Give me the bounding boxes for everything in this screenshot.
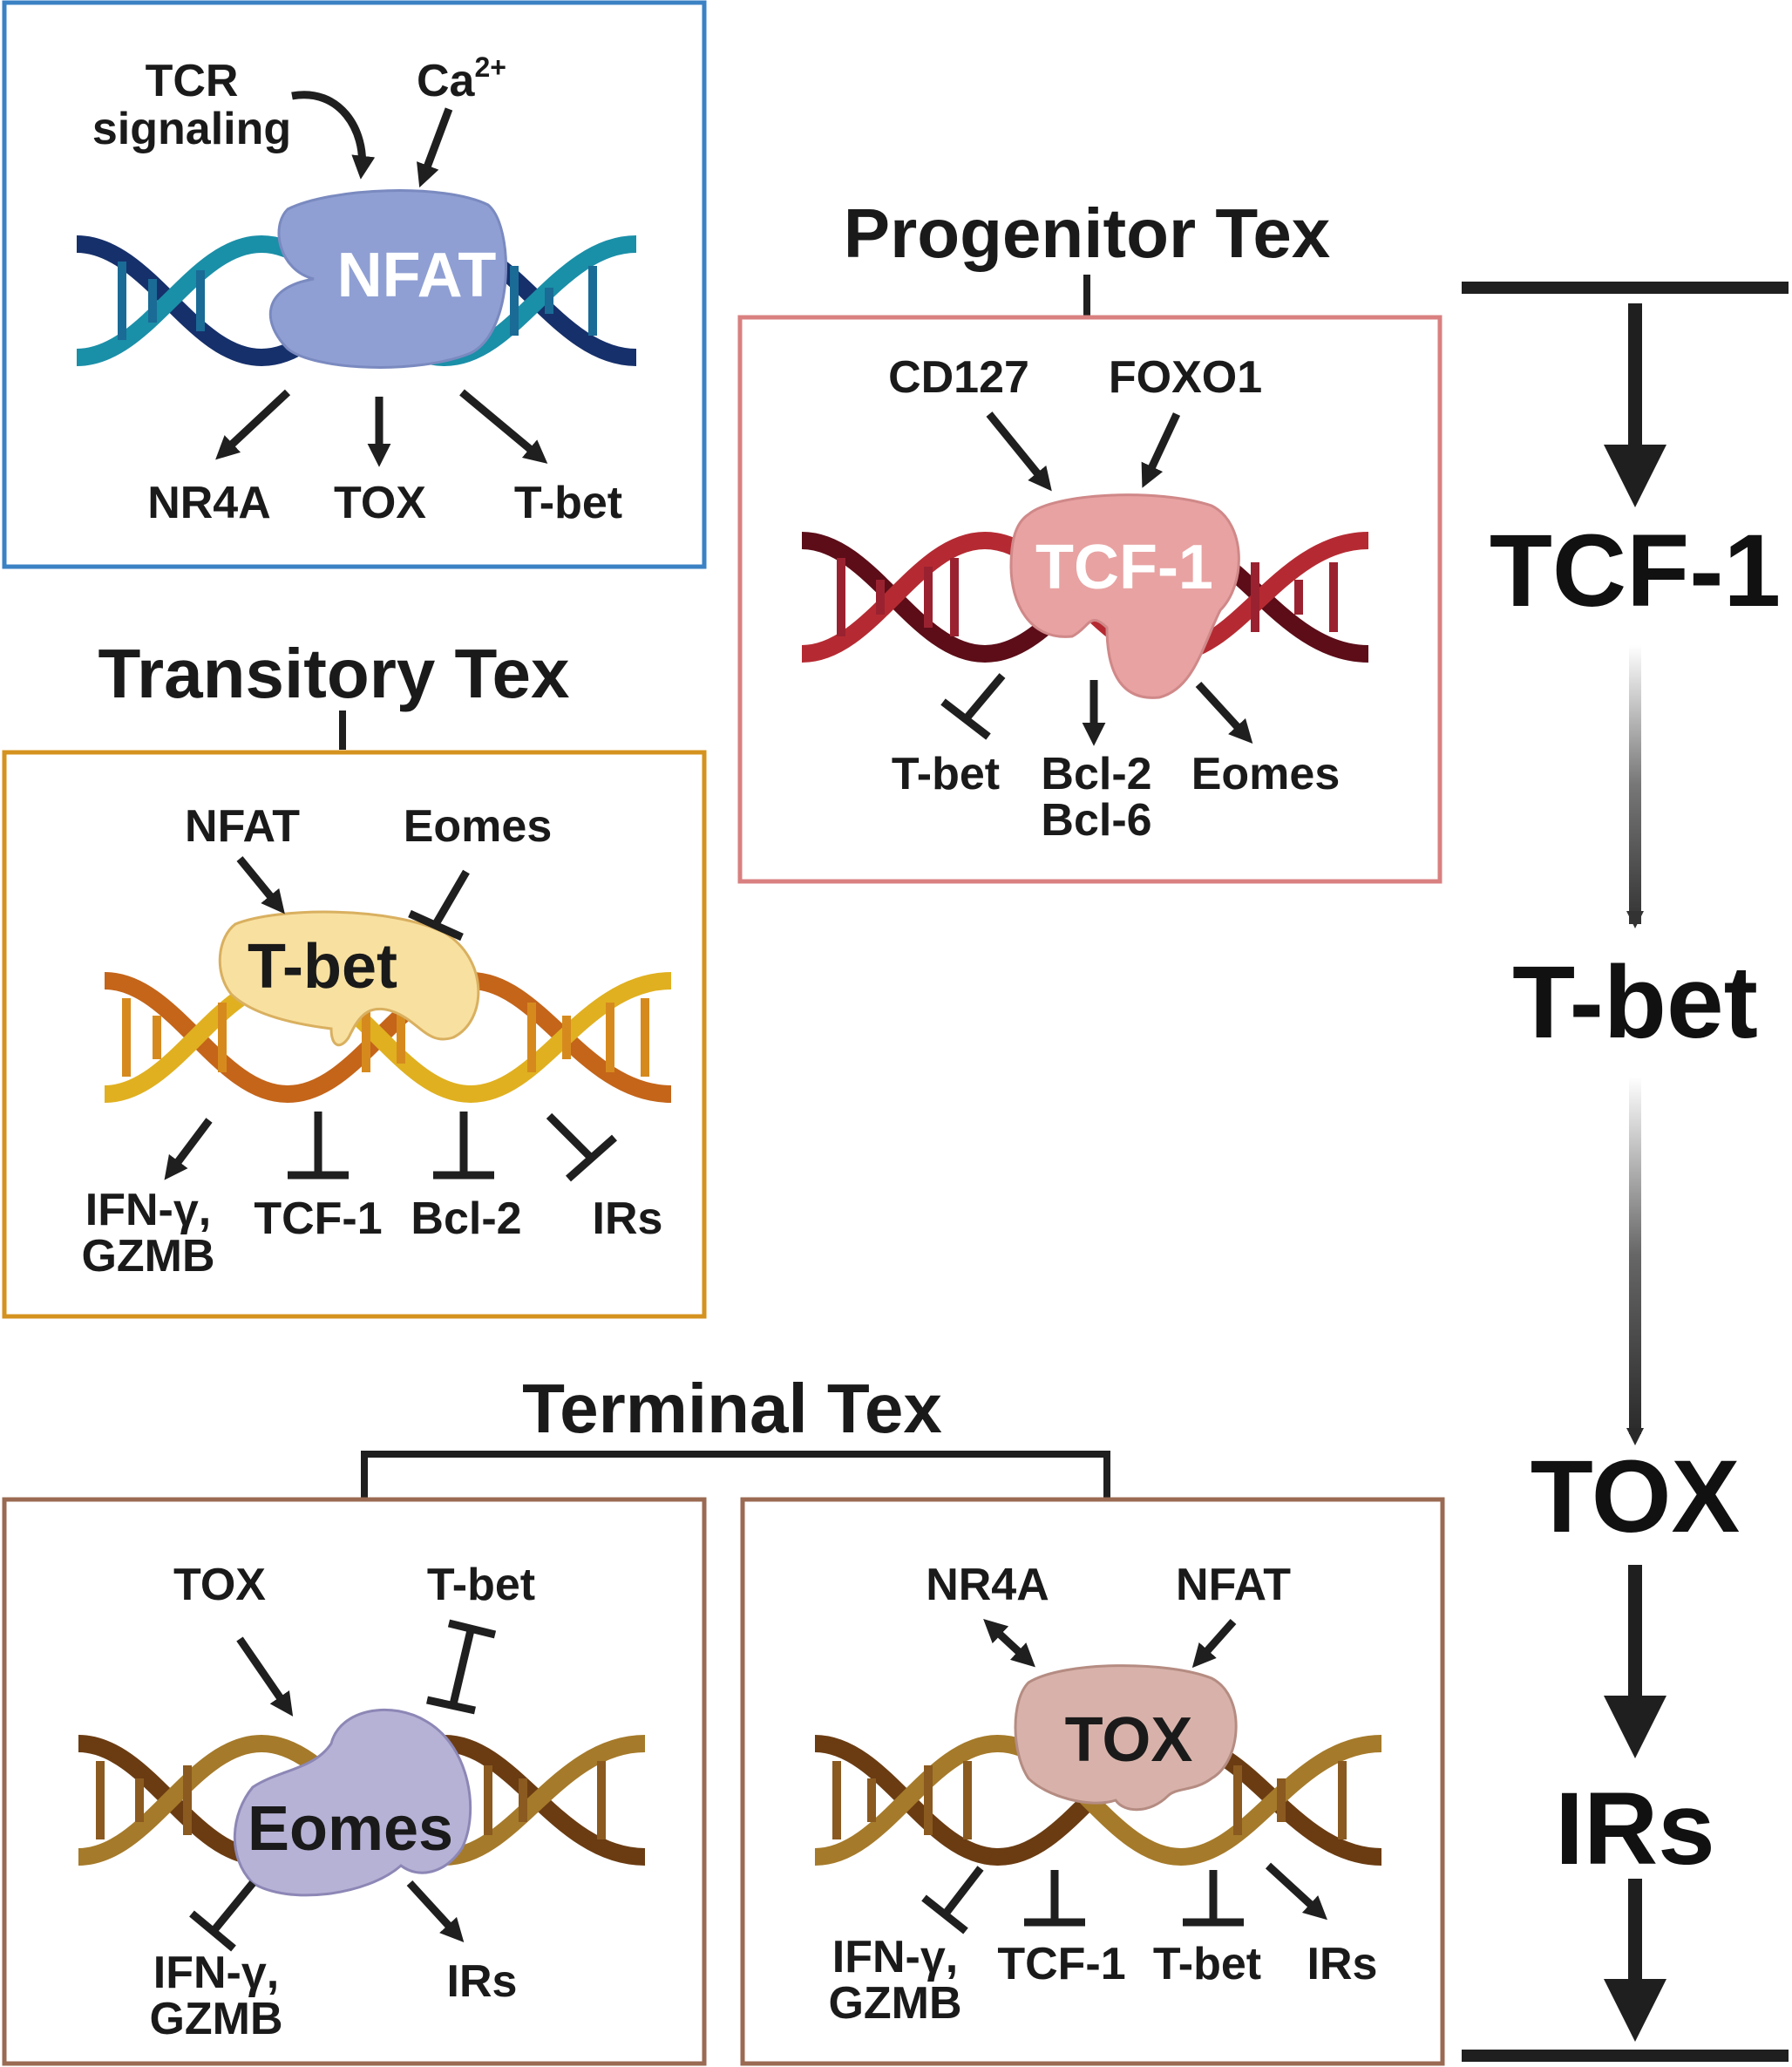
axis-fade-2	[1629, 1077, 1641, 1434]
arrow-tox-to-irs	[1265, 1862, 1327, 1921]
terminal-tox-panel: TOX NR4A NFAT IFN-γ, GZMB TCF-1 T-bet IR…	[740, 1497, 1445, 2066]
transitory-box	[2, 750, 707, 1319]
nfat-output-tox: TOX	[334, 478, 426, 528]
arrow-nfat-to-tbet	[459, 389, 548, 464]
terminal-tox-output-ifng: IFN-γ,	[832, 1932, 958, 1982]
progenitor-input-cd127: CD127	[888, 352, 1029, 403]
terminal-title: Terminal Tex	[522, 1370, 942, 1447]
arrow-cd127-to-tcf1	[986, 411, 1052, 492]
tbet-protein-label: T-bet	[248, 932, 397, 1002]
tcf1-protein	[1009, 493, 1240, 699]
terminal-bracket	[361, 1451, 1110, 1498]
terminal-eomes-input-tbet: T-bet	[427, 1560, 535, 1610]
differentiation-axis: TCF-1 T-bet TOX IRs	[1462, 282, 1789, 2062]
nfat-output-nr4a: NR4A	[147, 478, 271, 528]
progenitor-title: Progenitor Tex	[844, 194, 1331, 272]
progenitor-output-bcl2: Bcl-2	[1041, 749, 1151, 799]
transitory-output-gzmb: GZMB	[81, 1231, 214, 1282]
axis-arrowhead-fade-1	[1626, 911, 1644, 928]
tox-protein	[1014, 1664, 1238, 1812]
inhibit-tbet-to-tcf1	[288, 1112, 349, 1180]
arrow-tcr-to-nfat	[291, 91, 376, 180]
inhibit-tox-to-tbet	[1183, 1870, 1244, 1927]
nfat-output-tbet: T-bet	[514, 478, 622, 528]
terminal-tox-output-irs: IRs	[1307, 1939, 1378, 1989]
terminal-tox-output-tcf1: TCF-1	[997, 1939, 1125, 1989]
tox-protein-label: TOX	[1065, 1705, 1193, 1775]
terminal-section: Terminal Tex Eomes TOX T-bet	[2, 1370, 1445, 2066]
terminal-tox-input-nr4a: NR4A	[926, 1560, 1049, 1610]
nfat-protein-label: NFAT	[337, 241, 497, 310]
transitory-output-bcl2: Bcl-2	[411, 1193, 521, 1244]
inhibit-tbet-to-eomes	[426, 1619, 497, 1715]
arrow-eomes-to-irs	[406, 1880, 465, 1942]
tcf1-protein-label: TCF-1	[1035, 533, 1213, 602]
transitory-input-nfat: NFAT	[185, 801, 300, 852]
axis-stage-tcf1: TCF-1	[1490, 513, 1781, 629]
transitory-input-eomes: Eomes	[404, 801, 553, 852]
terminal-eomes-input-tox: TOX	[173, 1560, 266, 1610]
inhibit-tcf1-to-tbet	[940, 673, 1006, 740]
terminal-eomes-box	[2, 1497, 707, 2066]
nfat-input-tcr-line1: TCR	[146, 56, 239, 106]
arrow-calcium-to-nfat	[417, 107, 453, 188]
transitory-panel: Transitory Tex T-bet NFAT Eomes	[2, 635, 707, 1319]
arrow-nfat-to-nr4a	[215, 389, 291, 460]
arrow-tox-to-eomes	[236, 1636, 294, 1717]
progenitor-box	[737, 315, 1442, 884]
inhibit-tbet-to-irs	[546, 1112, 617, 1182]
arrow-nr4a-tox-bidirectional	[983, 1618, 1035, 1668]
axis-arrowhead-1	[1604, 445, 1666, 507]
eomes-protein	[233, 1708, 472, 1897]
inhibit-eomes-to-tbet	[408, 869, 470, 942]
axis-arrowhead-4	[1604, 1979, 1666, 2042]
terminal-eomes-panel: Eomes TOX T-bet IFN-γ, GZMB IRs	[2, 1497, 707, 2066]
arrow-foxo1-to-tcf1	[1141, 412, 1181, 488]
inhibit-eomes-to-ifng	[189, 1880, 256, 1952]
arrow-tcf1-to-eomes	[1195, 681, 1253, 744]
terminal-tox-output-tbet: T-bet	[1153, 1939, 1261, 1989]
inhibit-tbet-to-bcl2	[433, 1112, 494, 1180]
transitory-title: Transitory Tex	[98, 635, 570, 712]
arrow-tbet-to-ifng	[164, 1118, 213, 1180]
nfat-panel: NFAT TCR signaling Ca2+ NR4A TOX T-bet	[2, 0, 707, 569]
nfat-input-calcium: Ca2+	[417, 51, 506, 106]
terminal-eomes-output-irs: IRs	[447, 1956, 518, 2007]
axis-arrowhead-3	[1604, 1696, 1666, 1758]
terminal-eomes-output-ifng: IFN-γ,	[153, 1948, 279, 1998]
dna-helix-orange	[104, 971, 672, 1104]
progenitor-output-tbet: T-bet	[892, 749, 1000, 799]
progenitor-input-foxo1: FOXO1	[1109, 352, 1262, 403]
progenitor-output-bcl6: Bcl-6	[1041, 795, 1151, 846]
nfat-input-tcr-line2: signaling	[92, 104, 291, 154]
axis-fade-1	[1629, 645, 1641, 924]
terminal-tox-input-nfat: NFAT	[1176, 1560, 1291, 1610]
terminal-tox-output-gzmb: GZMB	[828, 1978, 961, 2029]
inhibit-tox-to-ifng	[921, 1866, 984, 1934]
axis-stage-tox: TOX	[1531, 1439, 1740, 1554]
transitory-output-ifng: IFN-γ,	[85, 1185, 211, 1235]
arrow-nfat-to-tbet-transitory	[236, 856, 285, 915]
terminal-tox-box	[740, 1497, 1445, 2066]
axis-stage-irs: IRs	[1555, 1771, 1715, 1887]
progenitor-output-eomes: Eomes	[1191, 749, 1341, 799]
transitory-output-irs: IRs	[593, 1193, 663, 1244]
axis-arrowhead-fade-2	[1626, 1428, 1644, 1445]
arrow-nfat-to-tox-terminal	[1191, 1619, 1237, 1669]
terminal-eomes-output-gzmb: GZMB	[149, 1994, 282, 2044]
nfat-box	[2, 0, 707, 569]
inhibit-tox-to-tcf1	[1024, 1870, 1085, 1927]
eomes-protein-label: Eomes	[248, 1794, 453, 1864]
transitory-output-tcf1: TCF-1	[254, 1193, 382, 1244]
axis-stage-tbet: T-bet	[1512, 945, 1758, 1060]
nfat-protein	[268, 189, 507, 369]
progenitor-panel: Progenitor Tex TCF-1 CD127 FOXO1 T-bet B…	[737, 194, 1442, 884]
